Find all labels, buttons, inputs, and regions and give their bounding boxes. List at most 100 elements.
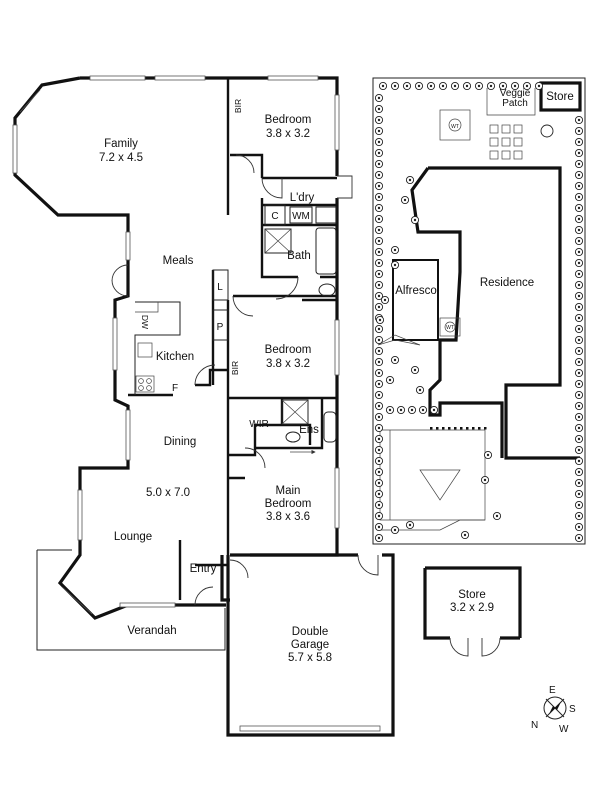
- wt1-label: WT: [451, 124, 459, 130]
- tree-icon-center: [432, 408, 436, 412]
- tree-icon-center: [377, 250, 381, 254]
- path-marker: [466, 427, 469, 430]
- tree-icon-center: [577, 459, 581, 463]
- tree-icon-center: [577, 129, 581, 133]
- main-bedroom-label: Main: [276, 485, 301, 497]
- bedroom2-label: Bedroom: [265, 344, 312, 356]
- tree-icon-center: [577, 239, 581, 243]
- windows: [12, 75, 340, 615]
- c-label: C: [271, 211, 278, 222]
- tree-icon-center: [537, 84, 541, 88]
- tree-icon-center: [408, 523, 412, 527]
- tree-icon-center: [525, 84, 529, 88]
- tree-icon-center: [377, 503, 381, 507]
- tree-icon-center: [577, 250, 581, 254]
- dining-label: Dining: [164, 436, 197, 448]
- tree-icon-center: [577, 151, 581, 155]
- compass-s: S: [569, 704, 576, 715]
- tree-icon-center: [377, 514, 381, 518]
- p-label: P: [217, 322, 224, 333]
- tree-icon-center: [377, 338, 381, 342]
- tree-icon-center: [577, 492, 581, 496]
- tree-icon-center: [501, 84, 505, 88]
- path-marker: [454, 427, 457, 430]
- tree-icon-center: [377, 437, 381, 441]
- veggie-label-2: Patch: [502, 98, 528, 109]
- compass: E S N W: [531, 685, 576, 735]
- path-marker: [460, 427, 463, 430]
- compass-n: N: [531, 720, 538, 731]
- tree-icon-center: [377, 206, 381, 210]
- tree-icon-center: [377, 184, 381, 188]
- tree-icon-center: [377, 470, 381, 474]
- meals-label: Meals: [163, 255, 194, 267]
- tree-icon-center: [477, 84, 481, 88]
- wt2-label: WT: [446, 325, 454, 331]
- tree-icon-center: [399, 408, 403, 412]
- tree-icon-center: [377, 162, 381, 166]
- garage-door: [239, 725, 381, 732]
- site-store: [539, 81, 582, 112]
- tree-icon-center: [577, 305, 581, 309]
- veggie-label-1: Veggie: [500, 88, 531, 99]
- bath-label: Bath: [287, 250, 311, 262]
- tree-icon-center: [577, 294, 581, 298]
- tree-icon-center: [378, 318, 382, 322]
- tree-icon-center: [377, 459, 381, 463]
- bir1-label: BIR: [233, 99, 243, 113]
- toilet-ensuite: [285, 431, 301, 443]
- compass-e: E: [549, 685, 556, 696]
- compass-w: W: [559, 724, 569, 735]
- tree-icon-center: [403, 198, 407, 202]
- house-plan: [12, 75, 395, 737]
- tree-icon-center: [577, 415, 581, 419]
- tree-icon-center: [377, 536, 381, 540]
- tree-icon-center: [377, 426, 381, 430]
- dw-label: DW: [140, 315, 150, 329]
- bir2-label: BIR: [230, 361, 240, 375]
- tree-icon-center: [383, 298, 387, 302]
- site-plan: Store Veggie Patch WT Residence Alfresco…: [372, 77, 586, 545]
- tree-icon-center: [577, 382, 581, 386]
- f-label: F: [172, 383, 178, 394]
- garage-side-door: [357, 554, 379, 576]
- washing-machine: [289, 206, 313, 224]
- tree-icon-center: [377, 151, 381, 155]
- site-store-label: Store: [546, 91, 574, 103]
- tree-icon-center: [483, 478, 487, 482]
- tree-icon-center: [577, 481, 581, 485]
- ensuite-label: Ens: [299, 424, 319, 436]
- tree-icon-center: [495, 514, 499, 518]
- tree-icon-center: [377, 481, 381, 485]
- garage-size: 5.7 x 5.8: [288, 652, 332, 664]
- path-marker: [448, 427, 451, 430]
- tree-icon-center: [393, 84, 397, 88]
- tree-icon-center: [453, 84, 457, 88]
- tree-icon-center: [577, 173, 581, 177]
- bedroom1-label: Bedroom: [265, 114, 312, 126]
- tree-icon-center: [577, 140, 581, 144]
- tree-icon-center: [377, 272, 381, 276]
- tree-icon-center: [377, 239, 381, 243]
- tree-icon-center: [377, 360, 381, 364]
- tree-icon-center: [413, 368, 417, 372]
- path-marker: [478, 427, 481, 430]
- linen-cupboard: [212, 269, 229, 301]
- alfresco-label: Alfresco: [395, 285, 437, 297]
- tree-icon-center: [577, 426, 581, 430]
- garage-wall: [226, 553, 395, 737]
- store-shed-label: Store: [458, 589, 486, 601]
- tree-icon-center: [577, 195, 581, 199]
- tree-icon-center: [377, 129, 381, 133]
- tree-icon-center: [577, 503, 581, 507]
- tree-icon-center: [577, 437, 581, 441]
- tree-icon-center: [417, 84, 421, 88]
- tree-icon-center: [577, 206, 581, 210]
- site-boundary: [372, 77, 586, 545]
- tree-icon-center: [577, 261, 581, 265]
- tree-icon-center: [377, 228, 381, 232]
- store-shed: Store 3.2 x 2.9: [423, 566, 522, 657]
- laundry-tub: [315, 206, 337, 224]
- tree-icon-center: [577, 404, 581, 408]
- tree-icon-center: [577, 228, 581, 232]
